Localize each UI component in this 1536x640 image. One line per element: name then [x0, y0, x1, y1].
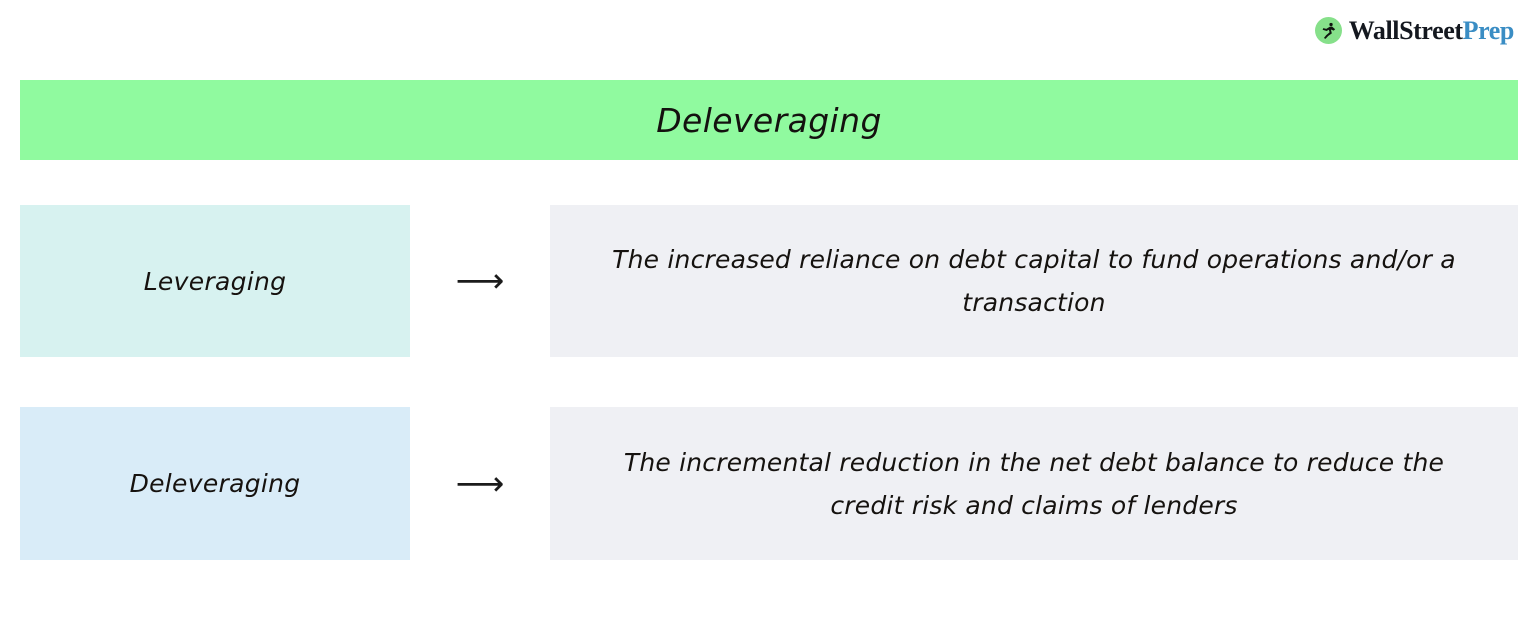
definition-row-deleveraging: Deleveraging ⟶ The incremental reduction… — [20, 407, 1518, 560]
term-label: Leveraging — [143, 266, 287, 296]
running-figure-icon — [1314, 17, 1342, 44]
description-box-deleveraging: The incremental reduction in the net deb… — [550, 407, 1518, 560]
logo-word-prep: Prep — [1462, 15, 1515, 45]
description-box-leveraging: The increased reliance on debt capital t… — [550, 205, 1518, 357]
arrow-cell: ⟶ — [410, 407, 550, 560]
definition-row-leveraging: Leveraging ⟶ The increased reliance on d… — [20, 205, 1518, 357]
title-banner: Deleveraging — [20, 80, 1518, 160]
logo-wordmark: WallStreetPrep — [1348, 15, 1515, 45]
term-label: Deleveraging — [129, 469, 301, 498]
logo-word-wall: Wall — [1348, 15, 1400, 45]
arrow-cell: ⟶ — [410, 205, 550, 357]
term-box-deleveraging: Deleveraging — [20, 407, 410, 560]
description-text: The incremental reduction in the net deb… — [623, 447, 1445, 520]
term-box-leveraging: Leveraging — [20, 205, 410, 357]
long-right-arrow-icon: ⟶ — [455, 261, 505, 301]
long-right-arrow-icon: ⟶ — [455, 463, 505, 504]
description-text: The increased reliance on debt capital t… — [612, 245, 1456, 317]
wall-street-prep-logo[interactable]: WallStreetPrep — [1314, 15, 1515, 45]
logo-word-street: Street — [1399, 15, 1463, 45]
page-title: Deleveraging — [656, 100, 882, 140]
